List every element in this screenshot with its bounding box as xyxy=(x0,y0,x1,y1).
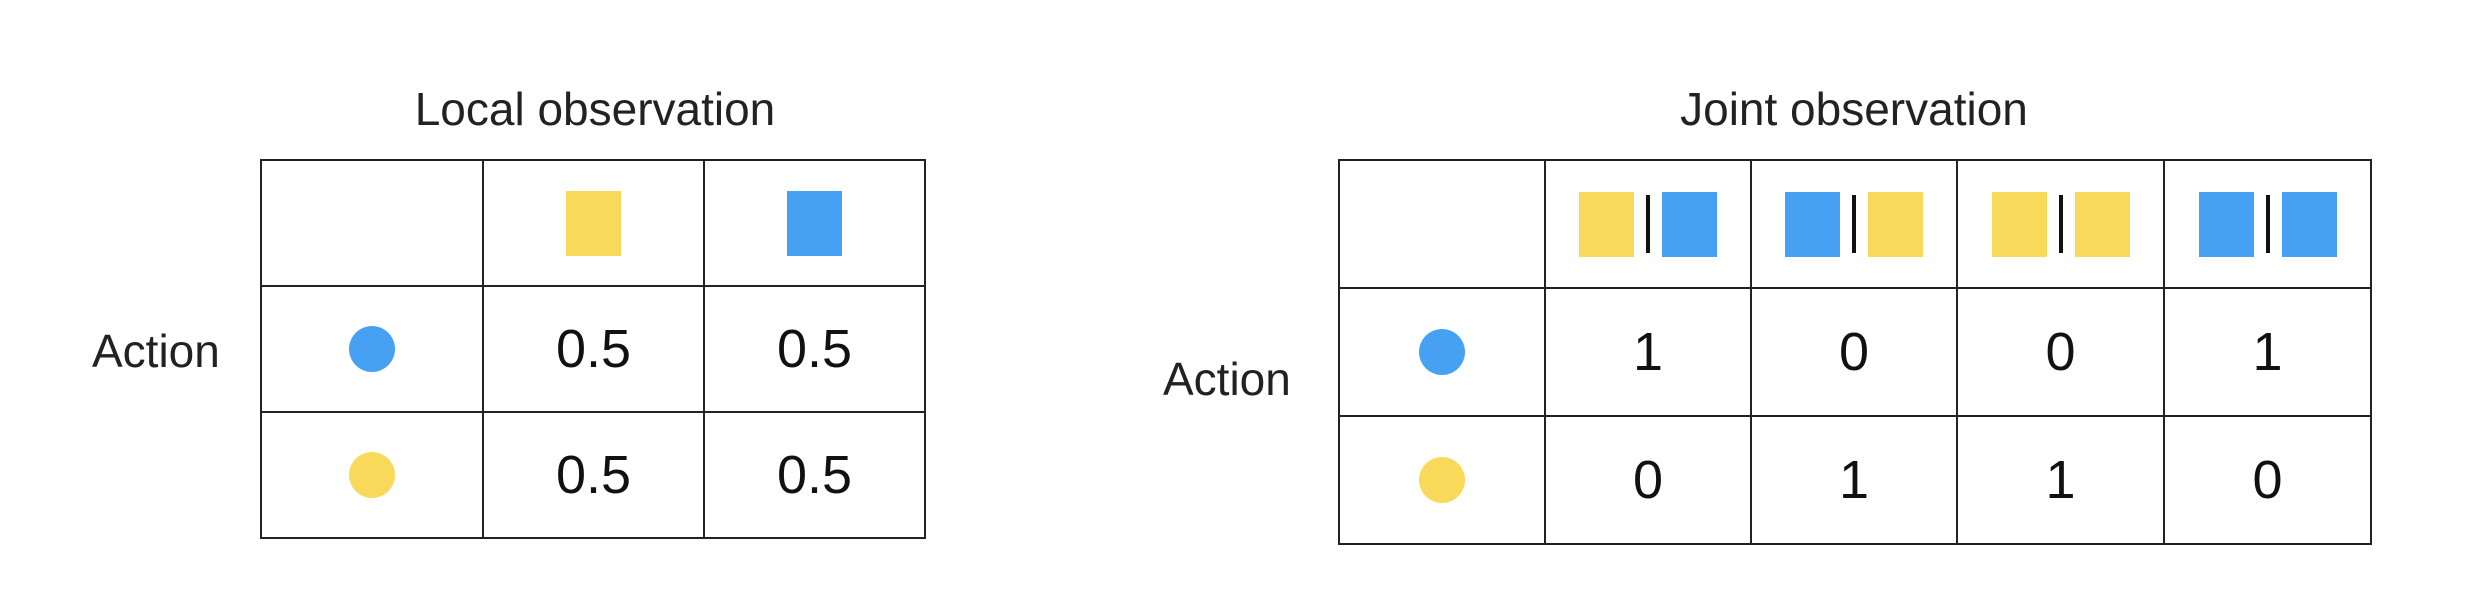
joint-row-header-1 xyxy=(1338,287,1546,417)
yellow-square-icon xyxy=(1868,191,1923,257)
cell-value: 0 xyxy=(1632,450,1664,510)
joint-col-header-4 xyxy=(2163,159,2372,289)
cell-value: 1 xyxy=(1838,450,1870,510)
blue-circle-icon xyxy=(1419,329,1465,375)
separator-bar xyxy=(2058,195,2063,253)
joint-col-header-3 xyxy=(1956,159,2165,289)
local-row-header-1 xyxy=(260,285,484,413)
cell-value: 0 xyxy=(2045,322,2076,382)
blue-square-icon xyxy=(787,190,842,256)
joint-col-header-2 xyxy=(1750,159,1958,289)
local-cell: 0.5 xyxy=(482,411,705,539)
blue-square-icon xyxy=(2281,191,2337,257)
joint-cell: 1 xyxy=(1956,415,2165,545)
joint-cell: 1 xyxy=(1544,287,1752,417)
joint-cell: 0 xyxy=(1544,415,1752,545)
joint-observation-table: 1 0 0 1 0 1 1 0 xyxy=(1338,159,2372,545)
joint-cell: 0 xyxy=(2163,415,2372,545)
local-corner-cell xyxy=(260,159,484,287)
local-col-header-2 xyxy=(703,159,926,287)
local-row-yellow-action: 0.5 0.5 xyxy=(260,411,926,539)
cell-value: 0.5 xyxy=(555,445,632,505)
separator-bar xyxy=(1646,195,1650,253)
cell-value: 0 xyxy=(1838,322,1870,382)
cell-value: 1 xyxy=(1632,322,1664,382)
local-header-row xyxy=(260,159,926,287)
joint-row-blue-action: 1 0 0 1 xyxy=(1338,287,2372,417)
joint-corner-cell xyxy=(1338,159,1546,289)
separator-bar xyxy=(2265,195,2270,253)
joint-header-row xyxy=(1338,159,2372,289)
joint-col-header-1 xyxy=(1544,159,1752,289)
local-row-blue-action: 0.5 0.5 xyxy=(260,285,926,413)
local-observation-table: 0.5 0.5 0.5 0.5 xyxy=(260,159,926,539)
cell-value: 0 xyxy=(2252,450,2283,510)
joint-cell: 0 xyxy=(1956,287,2165,417)
yellow-square-icon xyxy=(1579,191,1634,257)
cell-value: 0.5 xyxy=(555,319,632,379)
joint-row-header-2 xyxy=(1338,415,1546,545)
local-row-header-2 xyxy=(260,411,484,539)
local-observation-title: Local observation xyxy=(414,83,776,135)
joint-action-label: Action xyxy=(1163,353,1291,405)
local-cell: 0.5 xyxy=(482,285,705,413)
local-cell: 0.5 xyxy=(703,285,926,413)
joint-cell: 1 xyxy=(2163,287,2372,417)
yellow-square-icon xyxy=(566,190,621,256)
joint-row-yellow-action: 0 1 1 0 xyxy=(1338,415,2372,545)
yellow-circle-icon xyxy=(1419,457,1465,503)
local-cell: 0.5 xyxy=(703,411,926,539)
cell-value: 1 xyxy=(2252,322,2283,382)
yellow-square-icon xyxy=(1991,191,2047,257)
blue-square-icon xyxy=(1785,191,1840,257)
yellow-circle-icon xyxy=(349,452,395,498)
local-action-label: Action xyxy=(92,325,220,377)
blue-circle-icon xyxy=(349,326,395,372)
blue-square-icon xyxy=(1662,191,1717,257)
joint-cell: 1 xyxy=(1750,415,1958,545)
separator-bar xyxy=(1852,195,1856,253)
joint-observation-title: Joint observation xyxy=(1680,83,2028,135)
blue-square-icon xyxy=(2198,191,2254,257)
cell-value: 1 xyxy=(2045,450,2076,510)
cell-value: 0.5 xyxy=(776,445,853,505)
cell-value: 0.5 xyxy=(776,319,853,379)
joint-cell: 0 xyxy=(1750,287,1958,417)
yellow-square-icon xyxy=(2074,191,2130,257)
local-col-header-1 xyxy=(482,159,705,287)
